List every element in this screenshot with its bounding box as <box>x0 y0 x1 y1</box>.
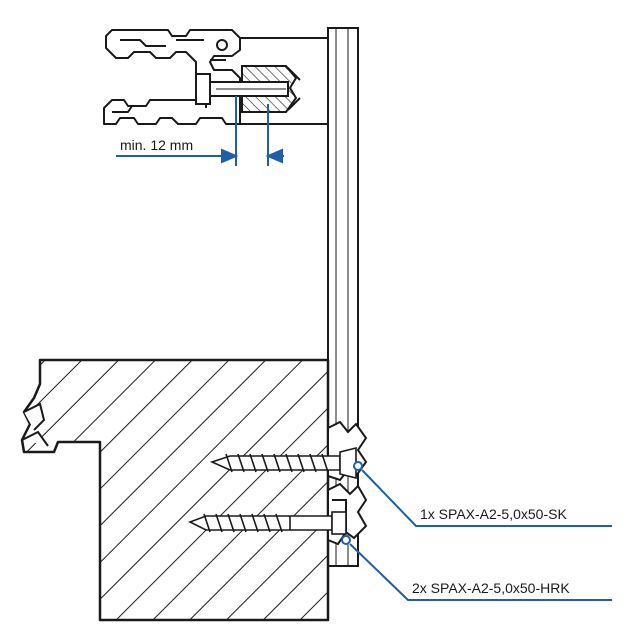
top-fixing-screw <box>195 73 289 105</box>
vertical-panel <box>327 27 359 567</box>
dimension-label: min. 12 mm <box>120 137 193 153</box>
wooden-beam <box>20 358 330 622</box>
label-upper-screw: 1x SPAX-A2-5,0x50-SK <box>420 506 567 522</box>
leader-lines <box>341 461 612 601</box>
lower-wood-screw <box>188 511 347 535</box>
dimension-min-12mm <box>116 96 284 166</box>
upper-wood-screw <box>209 446 357 480</box>
top-rail-profile <box>103 29 241 125</box>
label-lower-screw: 2x SPAX-A2-5,0x50-HRK <box>412 580 570 596</box>
